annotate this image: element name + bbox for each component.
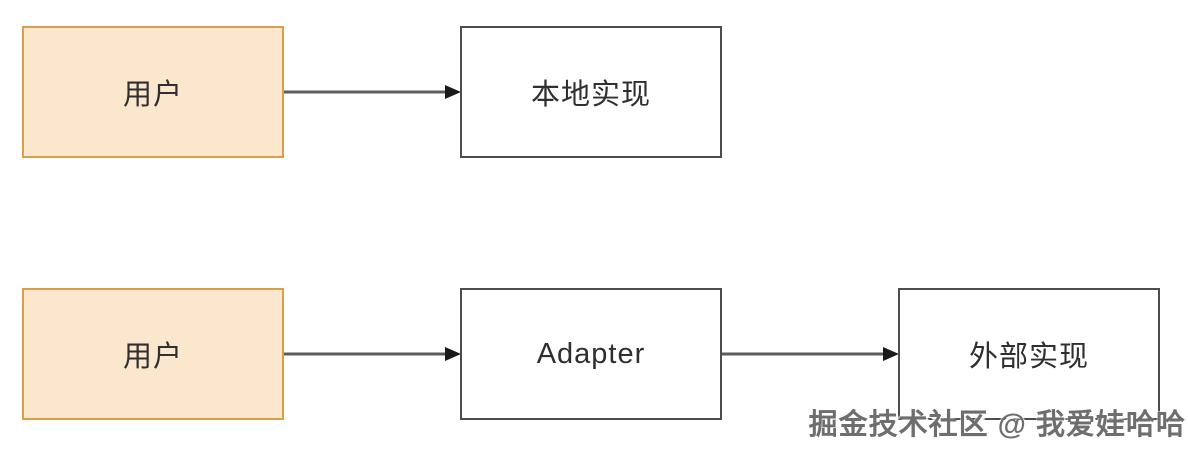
arrow-adapter-to-external-icon — [722, 347, 899, 361]
arrow-user-to-local-icon — [284, 85, 461, 99]
node-local-impl: 本地实现 — [460, 26, 722, 158]
node-external-impl: 外部实现 — [898, 288, 1160, 420]
node-user-bottom-label: 用户 — [122, 341, 183, 373]
node-local-impl-label: 本地实现 — [530, 79, 651, 111]
node-adapter-label: Adapter — [536, 337, 646, 370]
node-user-top: 用户 — [22, 26, 284, 158]
node-adapter: Adapter — [460, 288, 722, 420]
node-external-impl-label: 外部实现 — [968, 341, 1089, 373]
arrow-user-to-adapter-icon — [284, 347, 461, 361]
node-user-bottom: 用户 — [22, 288, 284, 420]
node-user-top-label: 用户 — [122, 79, 183, 111]
